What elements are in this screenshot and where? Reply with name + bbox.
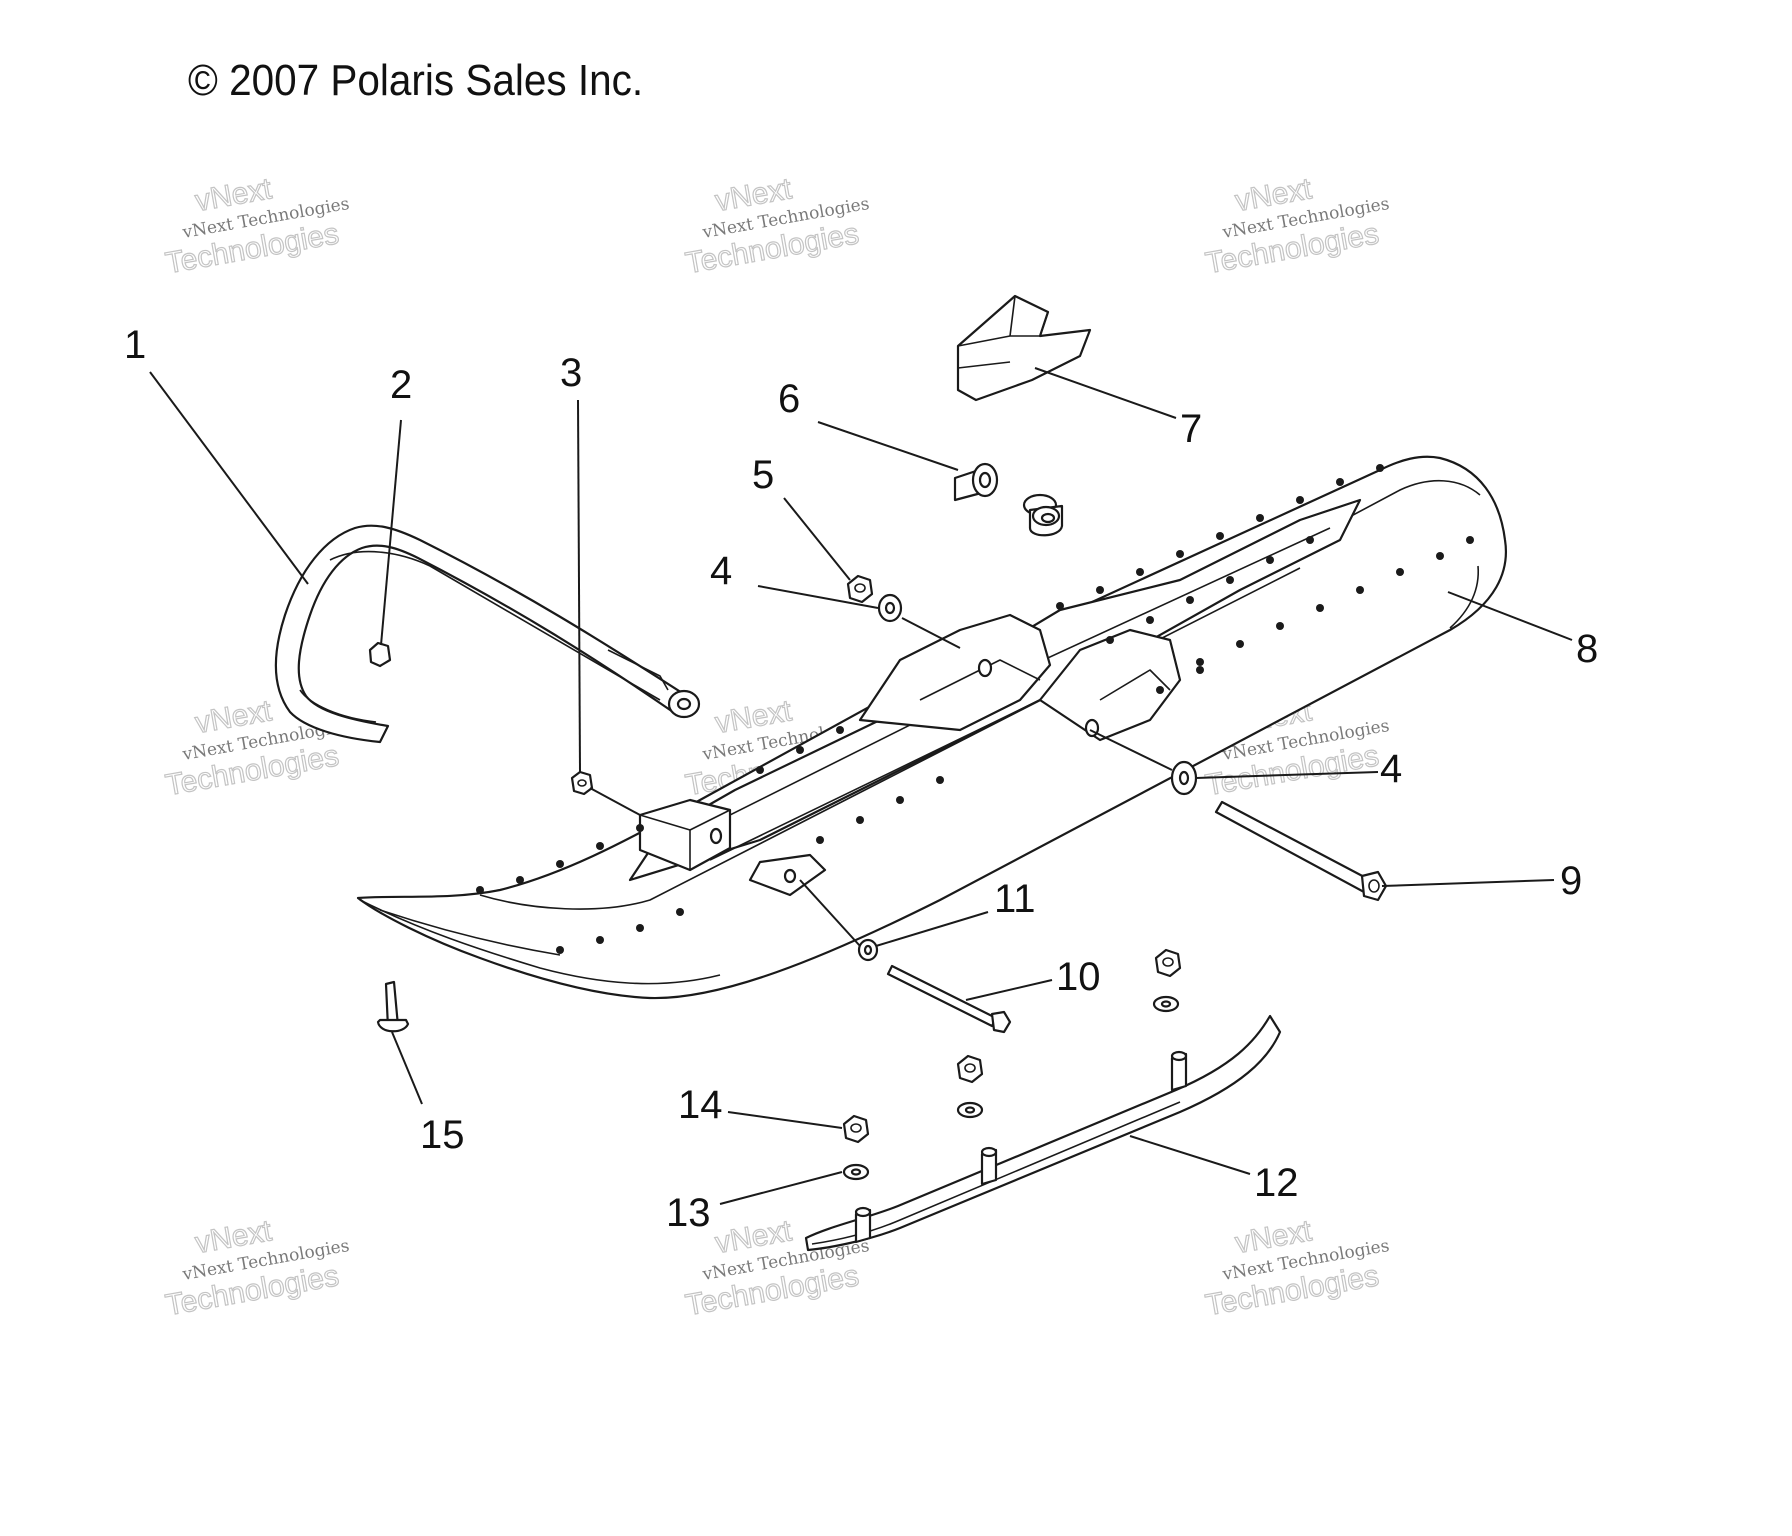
part-washer-13a [1152, 995, 1180, 1013]
ski-teeth-row-c [1106, 536, 1314, 694]
leader-11 [875, 911, 989, 947]
part-bolt-15 [376, 980, 410, 1033]
callout-9: 9 [1560, 859, 1582, 903]
watermark-bottom-left: vNext vNext Technologies Technologies [163, 1214, 351, 1323]
part-washer-13b [956, 1101, 984, 1119]
copyright-notice: © 2007 Polaris Sales Inc. [188, 56, 644, 105]
ski-teeth-row-b [556, 536, 1474, 954]
leader-lines [149, 367, 1573, 1205]
leader-9 [1381, 879, 1555, 887]
watermark-top-right: vNext vNext Technologies Technologies [1203, 172, 1391, 281]
callout-5: 5 [752, 453, 774, 497]
leader-3b [589, 787, 641, 816]
leader-1 [149, 371, 309, 585]
callout-4-lower: 4 [1380, 747, 1402, 791]
callout-4-upper: 4 [710, 549, 732, 593]
part-nut-14c [842, 1114, 870, 1144]
leader-4a [757, 585, 879, 609]
callout-10: 10 [1056, 955, 1101, 999]
callout-1: 1 [124, 323, 146, 367]
part-bushing-6b [1022, 493, 1064, 537]
part-bumper-block [956, 294, 1092, 402]
leader-5 [783, 497, 851, 581]
leader-3 [577, 399, 581, 773]
part-nut-14b [956, 1054, 984, 1084]
part-wear-bar [804, 1014, 1282, 1252]
part-bolt-10 [886, 964, 1012, 1034]
leader-6 [817, 421, 959, 471]
part-washer-4b [1170, 760, 1198, 796]
part-washer-11 [857, 938, 879, 962]
callout-12: 12 [1254, 1161, 1299, 1205]
callout-7: 7 [1180, 407, 1202, 451]
callout-13: 13 [666, 1191, 711, 1235]
callout-8: 8 [1576, 627, 1598, 671]
leader-14 [727, 1111, 843, 1129]
callouts: 1 2 3 4 4 5 6 7 8 9 10 11 12 13 14 15 [124, 323, 1598, 1235]
part-nut-5 [846, 574, 874, 604]
callout-3: 3 [560, 351, 582, 395]
leader-13 [719, 1171, 843, 1205]
watermark-top-center: vNext vNext Technologies Technologies [683, 172, 871, 281]
leader-4b [1195, 771, 1379, 779]
leader-10 [965, 979, 1053, 1001]
part-handle-loop [274, 524, 701, 744]
ski-teeth-row-a [476, 464, 1384, 894]
leader-7 [1034, 367, 1177, 419]
part-nut-14a [1154, 948, 1182, 978]
part-ski [356, 455, 1507, 1000]
leader-4a2 [901, 617, 961, 649]
watermark-mid-left: vNext vNext Technologies Technologies [163, 694, 351, 803]
part-washer-13c [842, 1163, 870, 1181]
leader-12 [1129, 1135, 1251, 1175]
leader-8 [1447, 591, 1573, 641]
part-washer-4a [877, 593, 903, 623]
part-nut-3 [570, 770, 594, 796]
callout-2: 2 [390, 363, 412, 407]
leader-2 [380, 419, 402, 646]
leader-15 [391, 1031, 423, 1105]
callout-15: 15 [420, 1113, 465, 1157]
callout-14: 14 [678, 1083, 723, 1127]
callout-11: 11 [994, 877, 1036, 921]
watermark-top-left: vNext vNext Technologies Technologies [163, 172, 351, 281]
watermark-bottom-right: vNext vNext Technologies Technologies [1203, 1214, 1391, 1323]
part-bushing-6a [953, 462, 999, 502]
part-bolt-9 [1214, 800, 1388, 902]
part-nut-2 [368, 641, 392, 668]
leader-11b [799, 879, 861, 947]
leader-4b2 [1089, 729, 1173, 771]
callout-6: 6 [778, 377, 800, 421]
